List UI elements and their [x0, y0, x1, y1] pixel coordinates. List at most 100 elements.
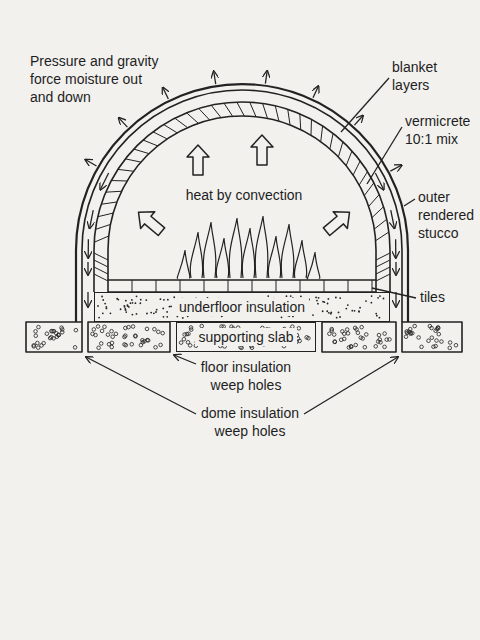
moisture-arrow — [119, 118, 128, 128]
hatch-stroke — [364, 183, 373, 196]
aggregate-stipple — [145, 327, 149, 331]
aggregate-stipple — [103, 325, 107, 329]
aggregate-stipple — [297, 327, 301, 331]
aggregate-stipple — [345, 328, 349, 332]
label-text: heat by convection — [186, 187, 303, 203]
insulation-stipple — [371, 295, 373, 297]
insulation-stipple — [267, 295, 269, 297]
flame — [216, 238, 229, 278]
aggregate-stipple — [388, 338, 392, 342]
aggregate-stipple — [124, 343, 128, 347]
hatch-stroke — [134, 149, 149, 154]
moisture-arrow — [163, 87, 169, 99]
stucco-outer-line — [76, 84, 408, 322]
leader-arrow — [174, 355, 196, 364]
aggregate-stipple — [378, 338, 382, 342]
aggregate-stipple — [48, 336, 52, 340]
insulation-stipple — [167, 299, 169, 301]
flame — [190, 232, 203, 278]
moisture-note: Pressure and gravity force moisture out … — [30, 52, 165, 106]
insulation-stipple — [379, 295, 381, 297]
node-text: supporting slab — [195, 328, 298, 346]
flame — [255, 216, 268, 278]
insulation-stipple — [170, 306, 172, 308]
flame — [307, 252, 320, 279]
label-text: blanket layers — [392, 59, 437, 93]
hatch-stroke — [94, 267, 108, 274]
aggregate-stipple — [435, 327, 439, 331]
moisture-arrow — [88, 239, 89, 258]
tile-joint — [180, 280, 181, 292]
aggregate-stipple — [91, 332, 95, 336]
aggregate-stipple — [146, 339, 150, 343]
aggregate-stipple — [143, 340, 147, 344]
weep-hole-label: floor insulation weep holes — [186, 358, 306, 394]
slab-block — [88, 322, 170, 352]
hatch-stroke — [153, 132, 167, 139]
tile-joint — [252, 280, 253, 292]
insulation-stipple — [125, 300, 127, 302]
aggregate-stipple — [106, 333, 110, 337]
aggregate-stipple — [182, 337, 186, 341]
aggregate-stipple — [413, 324, 417, 328]
aggregate-stipple — [36, 346, 40, 350]
hatch-stroke — [187, 113, 199, 124]
aggregate-stipple — [57, 333, 61, 337]
leader-line — [341, 78, 389, 132]
hatch-stroke — [224, 103, 233, 116]
aggregate-stipple — [333, 340, 337, 344]
insulation-stipple — [132, 302, 134, 304]
aggregate-stipple — [186, 341, 190, 345]
aggregate-stipple — [131, 325, 135, 329]
moisture-arrow — [375, 173, 383, 190]
aggregate-stipple — [363, 345, 367, 349]
label-text: outer rendered stucco — [418, 189, 474, 241]
aggregate-stipple — [157, 330, 161, 334]
generated-detail — [32, 71, 458, 350]
aggregate-stipple — [111, 335, 115, 339]
insulation-stipple — [327, 303, 329, 305]
aggregate-stipple — [37, 325, 41, 329]
aggregate-stipple — [341, 330, 345, 334]
aggregate-stipple — [124, 334, 128, 338]
weep-hole-label: dome insulation weep holes — [185, 404, 315, 440]
moisture-arrow — [87, 262, 88, 275]
moisture-arrow — [214, 71, 216, 84]
insulation-stipple — [101, 296, 103, 298]
aggregate-stipple — [36, 341, 40, 345]
insulation-stipple — [136, 313, 138, 315]
aggregate-stipple — [409, 332, 413, 336]
aggregate-stipple — [114, 332, 118, 336]
insulation-stipple — [354, 310, 356, 312]
aggregate-stipple — [100, 329, 104, 333]
moisture-arrow — [89, 210, 93, 228]
insulation-stipple — [358, 310, 360, 312]
aggregate-stipple — [347, 346, 351, 350]
aggregate-stipple — [34, 330, 38, 334]
insulation-stipple — [378, 317, 380, 319]
hatch-stroke — [164, 124, 177, 132]
insulation-stipple — [370, 302, 372, 304]
insulation-stipple — [145, 299, 147, 301]
hatch-stroke — [376, 232, 389, 241]
aggregate-stipple — [330, 327, 334, 331]
aggregate-stipple — [97, 346, 101, 350]
leader-line — [372, 288, 416, 298]
convection-arrow — [319, 204, 356, 240]
insulation-stipple — [97, 305, 99, 307]
insulation-stipple — [339, 316, 341, 318]
insulation-stipple — [182, 317, 184, 319]
aggregate-stipple — [377, 333, 381, 337]
insulation-stipple — [160, 298, 162, 300]
moisture-arrow — [395, 239, 396, 258]
aggregate-stipple — [74, 328, 78, 332]
slab-block — [402, 322, 462, 352]
convection-arrow — [251, 135, 273, 165]
insulation-stipple — [375, 313, 377, 315]
hatch-stroke — [143, 140, 158, 146]
insulation-stipple — [377, 297, 379, 299]
aggregate-stipple — [346, 332, 350, 336]
hearth-tiles — [108, 280, 376, 292]
insulation-stipple — [106, 308, 108, 310]
